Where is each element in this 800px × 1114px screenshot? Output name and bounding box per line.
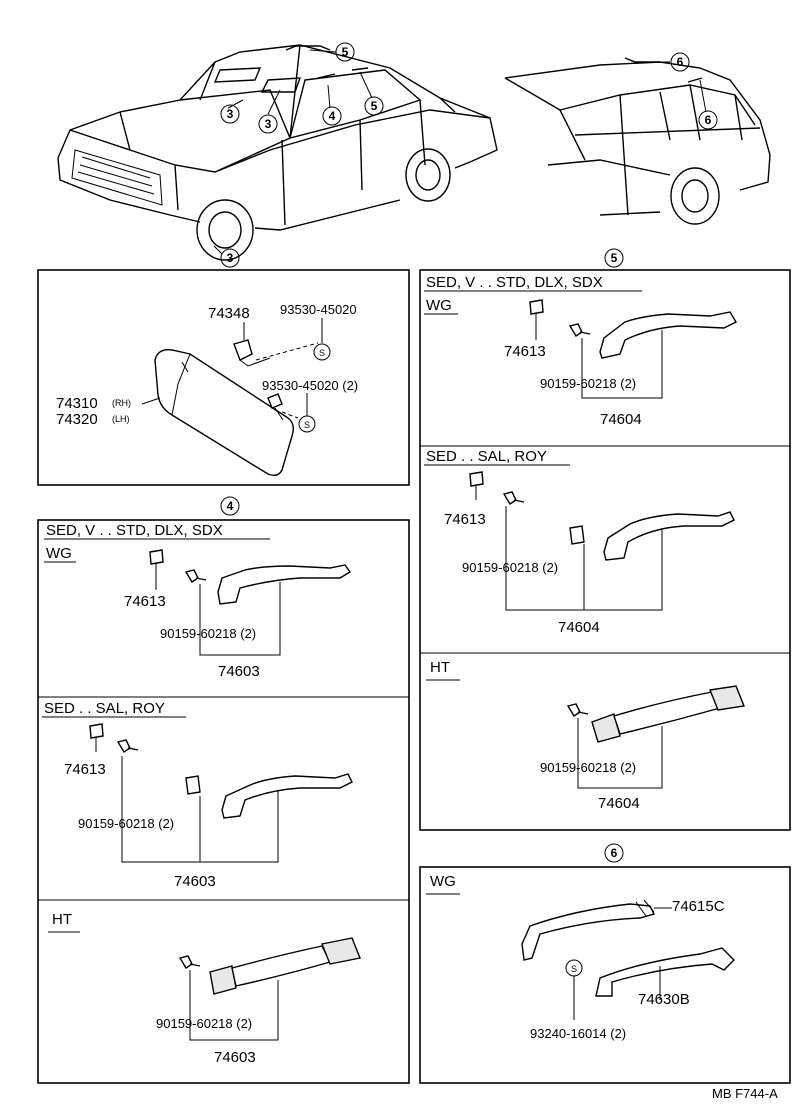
part-74613-5b: 74613 — [444, 511, 486, 528]
callout-5-top-b: 5 — [364, 96, 384, 116]
visor-part — [154, 318, 323, 477]
part-74604-5c: 74604 — [598, 795, 640, 812]
clip-74613-4a — [149, 549, 164, 565]
svg-text:S: S — [304, 420, 310, 430]
screw-90159-5c: 90159-60218 (2) — [540, 760, 636, 775]
section-4c-header: HT — [52, 911, 72, 928]
svg-text:4: 4 — [329, 109, 336, 123]
section-4-callout: 4 — [220, 496, 240, 516]
sedan-illustration — [57, 44, 498, 261]
label-rh: (RH) — [112, 398, 131, 408]
part-74603-4b: 74603 — [174, 873, 216, 890]
screw-90159-4a: 90159-60218 (2) — [160, 626, 256, 641]
screw-4a — [184, 569, 207, 583]
callout-3-visor-b: 3 — [258, 114, 278, 134]
section-4-box — [37, 519, 410, 1084]
part-74604-5a: 74604 — [600, 411, 642, 428]
section-6-box — [419, 866, 791, 1084]
svg-text:3: 3 — [227, 251, 234, 265]
section-5b-header: SED . . SAL, ROY — [426, 448, 547, 465]
svg-text:S: S — [571, 964, 577, 974]
label-lh: (LH) — [112, 414, 130, 424]
callout-4-top: 4 — [322, 106, 342, 126]
grip-74604-5b — [603, 511, 735, 561]
grip-74604-5a — [599, 311, 737, 359]
callout-3-visor: 3 — [220, 104, 240, 124]
callout-6-top-a: 6 — [670, 52, 690, 72]
svg-text:3: 3 — [227, 107, 234, 121]
washer-symbol-a: S — [313, 343, 331, 361]
part-74630b: 74630B — [638, 991, 690, 1008]
section-5a-header: SED, V . . STD, DLX, SDX — [426, 274, 603, 291]
callout-6-top-b: 6 — [698, 110, 718, 130]
grip-74603-4c — [231, 945, 332, 987]
washer-symbol-b: S — [298, 415, 316, 433]
section-4a-header: SED, V . . STD, DLX, SDX — [46, 522, 223, 539]
footer-code: MB F744-A — [712, 1086, 778, 1101]
part-74310: 74310 — [56, 395, 98, 412]
screw-90159-5a: 90159-60218 (2) — [540, 376, 636, 391]
wagon-illustration — [504, 57, 771, 225]
section-4a-subheader: WG — [46, 545, 72, 562]
section-4b-header: SED . . SAL, ROY — [44, 700, 165, 717]
section-6-callout: 6 — [604, 843, 624, 863]
screw-90159-4c: 90159-60218 (2) — [156, 1016, 252, 1031]
grip-74630b — [595, 947, 735, 997]
svg-text:6: 6 — [677, 55, 684, 69]
section-5-box — [419, 269, 791, 831]
screw-4b — [116, 739, 139, 753]
part-74348: 74348 — [208, 305, 250, 322]
svg-text:4: 4 — [227, 499, 234, 513]
part-93240-16014: 93240-16014 (2) — [530, 1026, 626, 1041]
grip-74604-5c — [613, 691, 722, 735]
section-5c-header: HT — [430, 659, 450, 676]
section-5a-subheader: WG — [426, 297, 452, 314]
part-74613-4a: 74613 — [124, 593, 166, 610]
grip-end-5c — [591, 713, 621, 743]
svg-text:3: 3 — [265, 117, 272, 131]
svg-text:5: 5 — [611, 251, 618, 265]
svg-text:6: 6 — [611, 846, 618, 860]
grip-74603-4a — [217, 564, 352, 605]
part-74603-4c: 74603 — [214, 1049, 256, 1066]
part-74604-5b: 74604 — [558, 619, 600, 636]
grip-end-4c — [209, 965, 237, 995]
bracket-74615c — [521, 903, 656, 961]
screw-5b — [502, 491, 525, 505]
section-6-header: WG — [430, 873, 456, 890]
visor-box — [37, 269, 410, 486]
screw-5a — [568, 323, 591, 337]
washer-symbol-c: S — [565, 959, 583, 977]
screw-5c — [566, 703, 589, 717]
callout-3-wheel: 3 — [220, 248, 240, 268]
part-74613-5a: 74613 — [504, 343, 546, 360]
clip-74613-5a — [529, 299, 544, 315]
grip-end-5c-b — [709, 685, 745, 711]
screw-90159-5b: 90159-60218 (2) — [462, 560, 558, 575]
part-93530-45020: 93530-45020 — [280, 302, 357, 317]
section-5-callout: 5 — [604, 248, 624, 268]
part-74603-4a: 74603 — [218, 663, 260, 680]
clip-74613-5b — [469, 471, 484, 487]
svg-text:6: 6 — [705, 113, 712, 127]
clip-74613-4b — [89, 723, 104, 739]
screw-4c — [178, 955, 201, 969]
grip-74603-4b — [221, 773, 353, 819]
nut-4b — [185, 775, 201, 795]
part-74615c: 74615C — [672, 898, 725, 915]
svg-text:5: 5 — [371, 99, 378, 113]
part-74613-4b: 74613 — [64, 761, 106, 778]
nut-5b — [569, 525, 585, 545]
svg-text:S: S — [319, 348, 325, 358]
grip-end-4c-b — [321, 937, 361, 965]
svg-text:5: 5 — [342, 45, 349, 59]
screw-90159-4b: 90159-60218 (2) — [78, 816, 174, 831]
part-74320: 74320 — [56, 411, 98, 428]
part-93530-45020-x2: 93530-45020 (2) — [262, 378, 358, 393]
callout-5-top-a: 5 — [335, 42, 355, 62]
